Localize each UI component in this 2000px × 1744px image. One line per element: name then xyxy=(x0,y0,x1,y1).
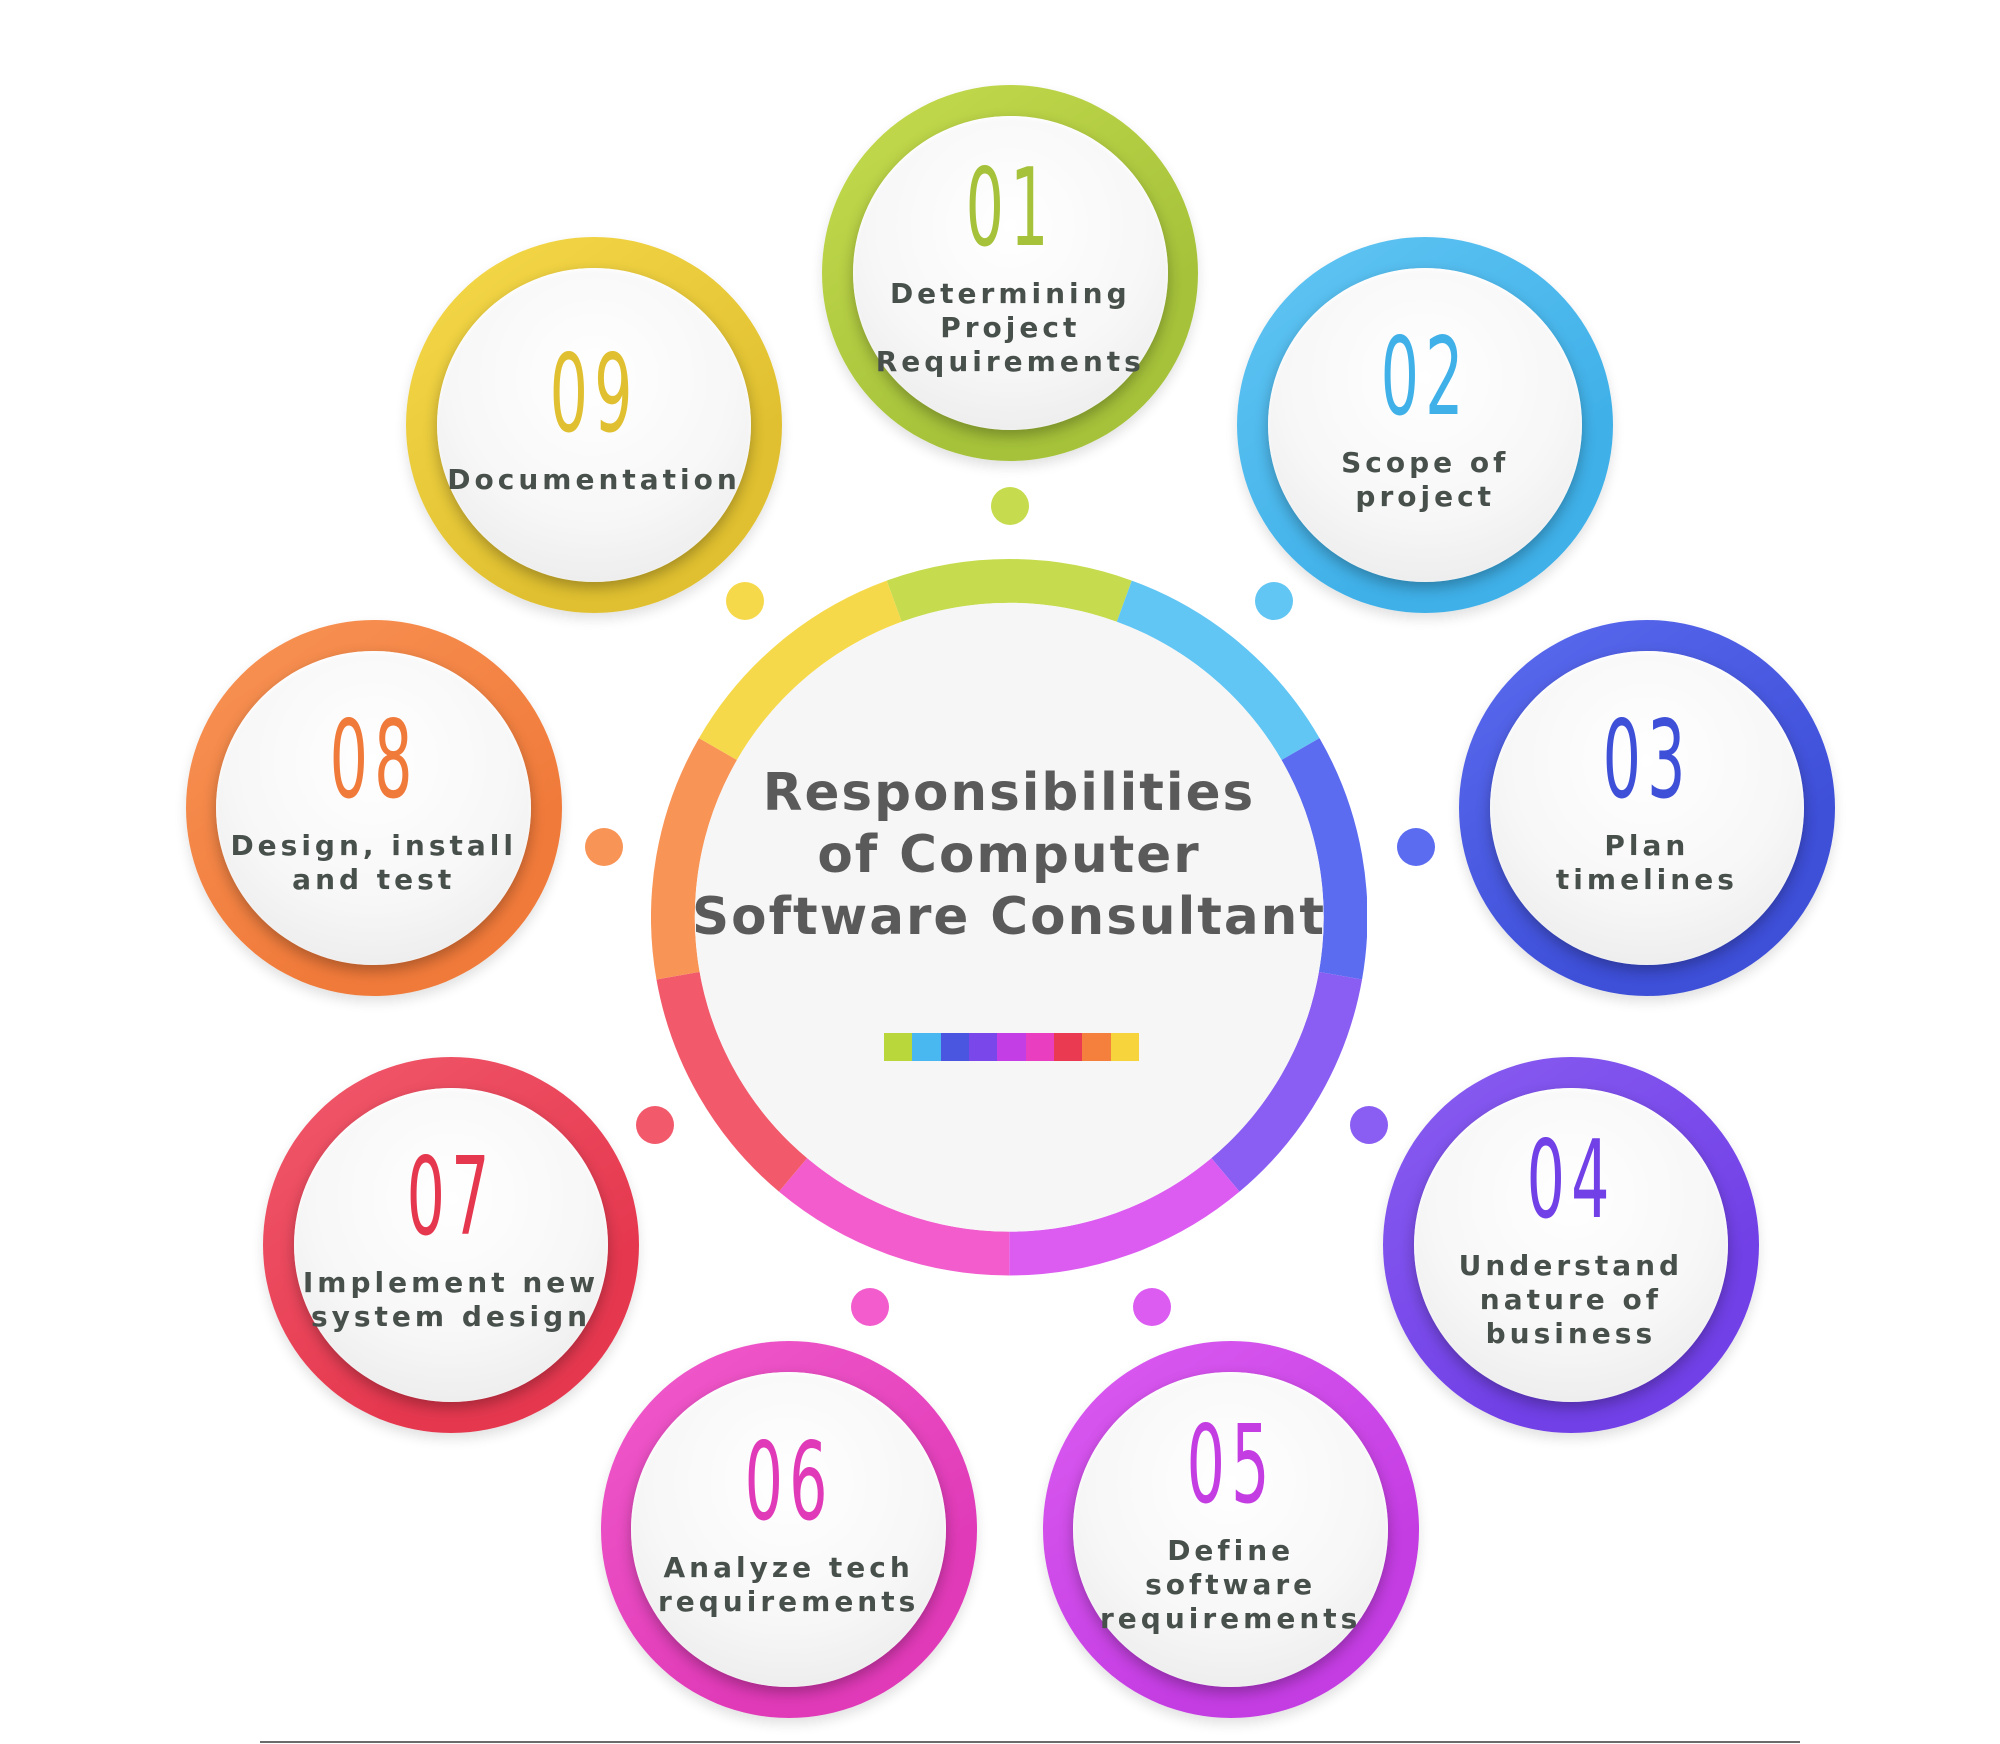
hub-ring-segment-07 xyxy=(656,971,808,1192)
step-label: Scope of project xyxy=(1341,446,1510,514)
step-label: Plan timelines xyxy=(1555,828,1738,896)
step-label: Implement new system design xyxy=(302,1265,600,1333)
step-node-face xyxy=(216,650,531,966)
center-title: Responsibilities of Computer Software Co… xyxy=(692,762,1326,947)
connector-dot-05 xyxy=(1133,1287,1172,1326)
connector-dot-09 xyxy=(725,581,764,620)
step-label: Documentation xyxy=(447,463,741,497)
step-node-face xyxy=(631,1372,946,1687)
step-number: 07 xyxy=(406,1134,496,1260)
hub-ring-segment-08 xyxy=(650,738,737,980)
hub-ring-segment-05 xyxy=(1008,1158,1240,1276)
step-number: 02 xyxy=(1380,315,1470,441)
hub-ring-segment-03 xyxy=(1281,738,1368,980)
connector-dot-08 xyxy=(585,827,624,866)
step-label: Define software requirements xyxy=(1099,1533,1362,1635)
color-bar-swatch xyxy=(1110,1033,1140,1061)
connector-dot-07 xyxy=(635,1106,674,1144)
step-number: 01 xyxy=(965,146,1055,272)
step-number: 05 xyxy=(1186,1402,1276,1528)
center-circle: Responsibilities of Computer Software Co… xyxy=(650,559,1368,1276)
step-label: Analyze tech requirements xyxy=(657,1550,920,1618)
connector-dot-03 xyxy=(1397,827,1436,866)
step-number: 04 xyxy=(1526,1117,1616,1243)
color-bar-swatch xyxy=(1082,1033,1111,1061)
step-node-face xyxy=(1489,650,1805,966)
step-node-face xyxy=(1073,1372,1388,1687)
hub-face xyxy=(694,603,1324,1232)
hub-ring-segment-02 xyxy=(1116,580,1320,761)
color-bar xyxy=(884,1033,1140,1061)
hub-ring-segment-06 xyxy=(778,1158,1010,1276)
connector-dot-02 xyxy=(1255,581,1294,620)
step-label: Design, install and test xyxy=(230,828,517,896)
color-bar-swatch xyxy=(1025,1033,1055,1061)
step-node-face xyxy=(1268,268,1583,583)
step-node-face xyxy=(293,1087,609,1403)
color-bar-swatch xyxy=(969,1033,998,1061)
hub-ring-segment-01 xyxy=(886,559,1132,623)
step-node-face xyxy=(1413,1087,1729,1403)
color-bar-swatch xyxy=(912,1033,941,1061)
hub-ring-segment-04 xyxy=(1210,971,1362,1192)
step-number: 03 xyxy=(1602,697,1692,823)
color-bar-swatch xyxy=(1054,1033,1083,1061)
step-number: 08 xyxy=(329,697,419,823)
hub-ring-segment-09 xyxy=(698,580,902,761)
footer-divider xyxy=(260,1741,1800,1743)
center-ring-segments xyxy=(650,559,1368,1276)
connector-dot-04 xyxy=(1349,1106,1388,1144)
step-node-face xyxy=(436,268,752,583)
connector-dot-06 xyxy=(850,1287,889,1326)
step-node-face xyxy=(853,115,1168,431)
step-number: 06 xyxy=(744,1419,834,1545)
color-bar-swatch xyxy=(940,1033,970,1061)
step-label: Determining Project Requirements xyxy=(875,277,1145,379)
step-number: 09 xyxy=(549,332,639,458)
step-label: Understand nature of business xyxy=(1458,1248,1684,1350)
connector-dot-01 xyxy=(991,487,1030,526)
color-bar-swatch xyxy=(884,1033,913,1061)
color-bar-swatch xyxy=(997,1033,1026,1061)
